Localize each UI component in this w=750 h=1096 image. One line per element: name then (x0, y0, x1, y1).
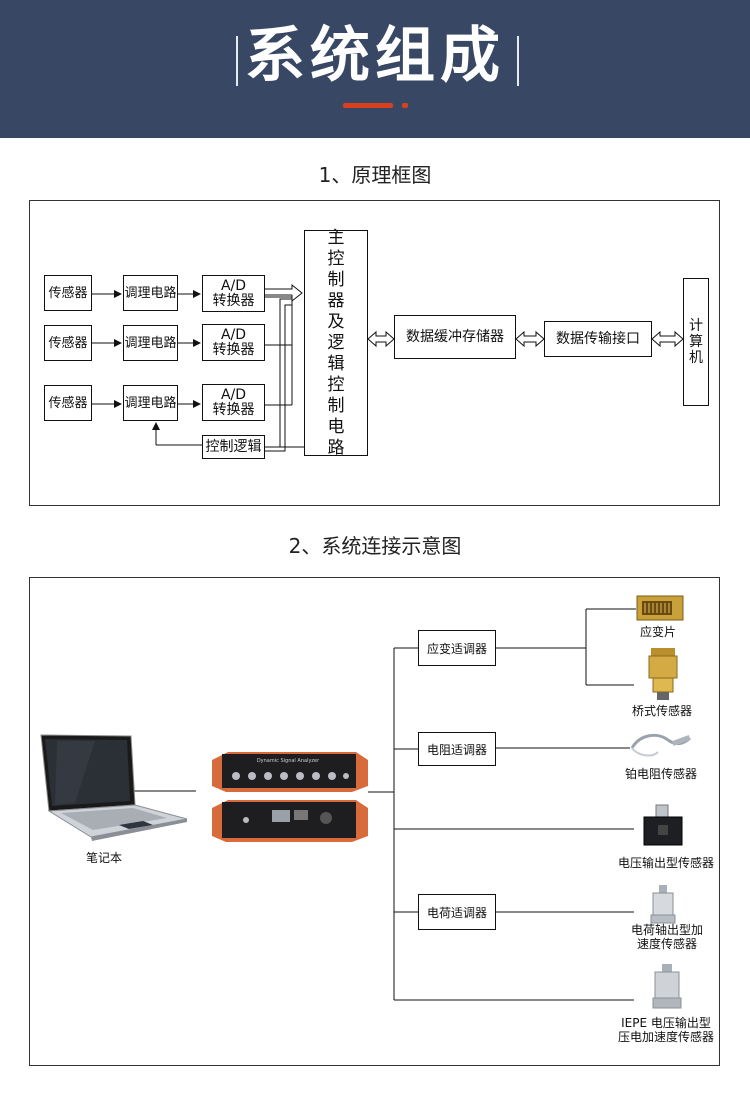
iepe-accelerometer-image (652, 964, 682, 1009)
connection-diagram-panel: 笔记本 Dynamic Signal Analyzer 应变适调器 电阻适调器 … (29, 577, 720, 1066)
platinum-rtd-label: 铂电阻传感器 (624, 767, 697, 781)
charge-conditioner-box: 电荷适调器 (418, 894, 496, 930)
title-accent-line (343, 103, 393, 108)
main-controller-label: 主控制器及逻辑控制电路 (327, 227, 345, 458)
ad-label-line2: 转换器 (212, 292, 255, 309)
iepe-accelerometer-label-2: 压电加速度传感器 (617, 1030, 714, 1044)
conditioner-box-2: 调理电路 (123, 325, 178, 361)
platinum-rtd-image (630, 733, 692, 757)
conditioner-box-3: 调理电路 (123, 385, 178, 421)
ad-label-line2: 转换器 (212, 341, 255, 358)
signal-analyzer-device: Dynamic Signal Analyzer (212, 752, 368, 842)
transfer-interface-box: 数据传输接口 (544, 321, 652, 357)
section2-title: 2、系统连接示意图 (288, 534, 462, 558)
iepe-accelerometer-label-1: IEPE 电压输出型 (621, 1016, 711, 1030)
ad-converter-3: A/D 转换器 (202, 384, 265, 421)
bridge-sensor-label: 桥式传感器 (631, 704, 692, 718)
page-header: 系统组成 (0, 0, 750, 138)
control-logic-box: 控制逻辑 (202, 435, 265, 459)
computer-label: 计算机 (689, 318, 703, 366)
ad-label-line1: A/D (220, 277, 247, 294)
ad-converter-1: A/D 转换器 (202, 275, 265, 312)
laptop-image (40, 734, 188, 841)
ad-converter-2: A/D 转换器 (202, 324, 265, 361)
strain-gauge-image (636, 595, 684, 621)
buffer-memory-box: 数据缓冲存储器 (394, 315, 516, 359)
ad-label-line2: 转换器 (212, 401, 255, 418)
title-right-bar (517, 36, 519, 86)
voltage-output-sensor-image (643, 804, 683, 846)
charge-accelerometer-image (650, 885, 676, 924)
computer-box: 计算机 (683, 278, 709, 406)
laptop-label: 笔记本 (85, 851, 122, 865)
ad-label-line1: A/D (220, 326, 247, 343)
bridge-sensor-image (648, 648, 678, 700)
title-accent-dot (402, 103, 408, 108)
conditioner-box-1: 调理电路 (123, 275, 178, 311)
sensor-box-2: 传感器 (44, 325, 92, 361)
resistance-conditioner-box: 电阻适调器 (418, 732, 496, 766)
page-title: 系统组成 (245, 21, 505, 91)
strain-conditioner-box: 应变适调器 (418, 630, 496, 666)
block-diagram-connectors (92, 283, 684, 452)
title-left-bar (236, 36, 238, 86)
ad-label-line1: A/D (220, 386, 247, 403)
section1-title: 1、原理框图 (318, 163, 432, 187)
voltage-output-sensor-label: 电压输出型传感器 (617, 856, 714, 870)
device-model-text: Dynamic Signal Analyzer (257, 758, 320, 764)
charge-accelerometer-label-1: 电荷轴出型加 (630, 923, 703, 937)
sensor-box-1: 传感器 (44, 275, 92, 311)
block-diagram-panel: 传感器 传感器 传感器 调理电路 调理电路 调理电路 A/D 转换器 A/D 转… (29, 200, 720, 506)
sensor-box-3: 传感器 (44, 385, 92, 421)
main-controller-box: 主控制器及逻辑控制电路 (304, 227, 368, 458)
charge-accelerometer-label-2: 速度传感器 (636, 937, 697, 951)
strain-gauge-label: 应变片 (639, 625, 676, 639)
connection-lines (132, 608, 636, 1001)
